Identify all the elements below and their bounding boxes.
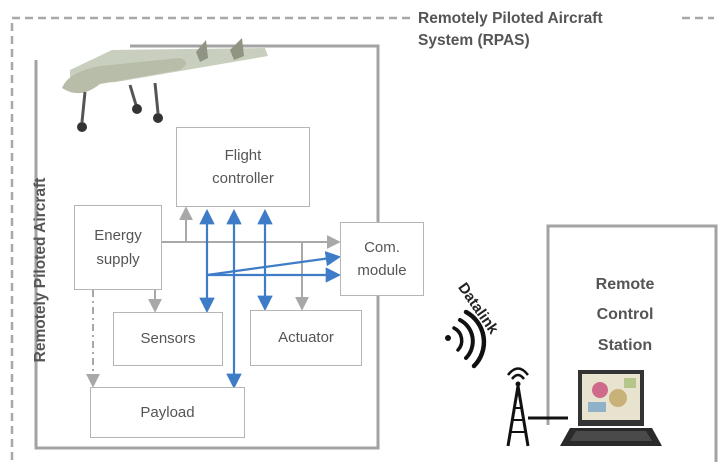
sensors-label: Sensors [140,330,196,348]
flight-controller-block: Flight controller [176,127,310,207]
com-module-line2: module [357,262,407,279]
system-title: Remotely Piloted Aircraft System (RPAS) [418,8,603,53]
com-module-block: Com. module [340,222,424,296]
payload-block: Payload [90,387,245,438]
ground-station-boundary [546,224,718,462]
system-title-line2: System (RPAS) [418,32,530,50]
energy-supply-line2: supply [96,250,140,268]
energy-supply-block: Energy supply [74,205,162,290]
flight-controller-line2: controller [212,170,274,187]
aircraft-title: Remotely Piloted Aircraft [32,177,49,363]
rpas-boundary [10,16,714,462]
system-title-line1: Remotely Piloted Aircraft [418,10,603,27]
remote-station-line3: Station [597,336,653,354]
energy-supply-line1: Energy [94,227,142,245]
blue-connectors [199,208,342,390]
antenna-tower-icon [506,367,568,447]
remote-station-line1: Remote [595,276,655,293]
signal-waves-icon [445,309,487,369]
flight-controller-line1: Flight [224,146,262,164]
laptop-icon [560,370,662,446]
actuator-label: Actuator [278,329,334,347]
actuator-block: Actuator [250,310,362,366]
remote-station-line2: Control [596,306,654,324]
com-module-line1: Com. [364,238,400,256]
sensors-block: Sensors [113,312,223,366]
remote-station-label: Remote Control Station [570,270,680,361]
payload-label: Payload [140,403,195,421]
drone-icon [62,38,268,132]
aircraft-boundary [34,44,380,450]
